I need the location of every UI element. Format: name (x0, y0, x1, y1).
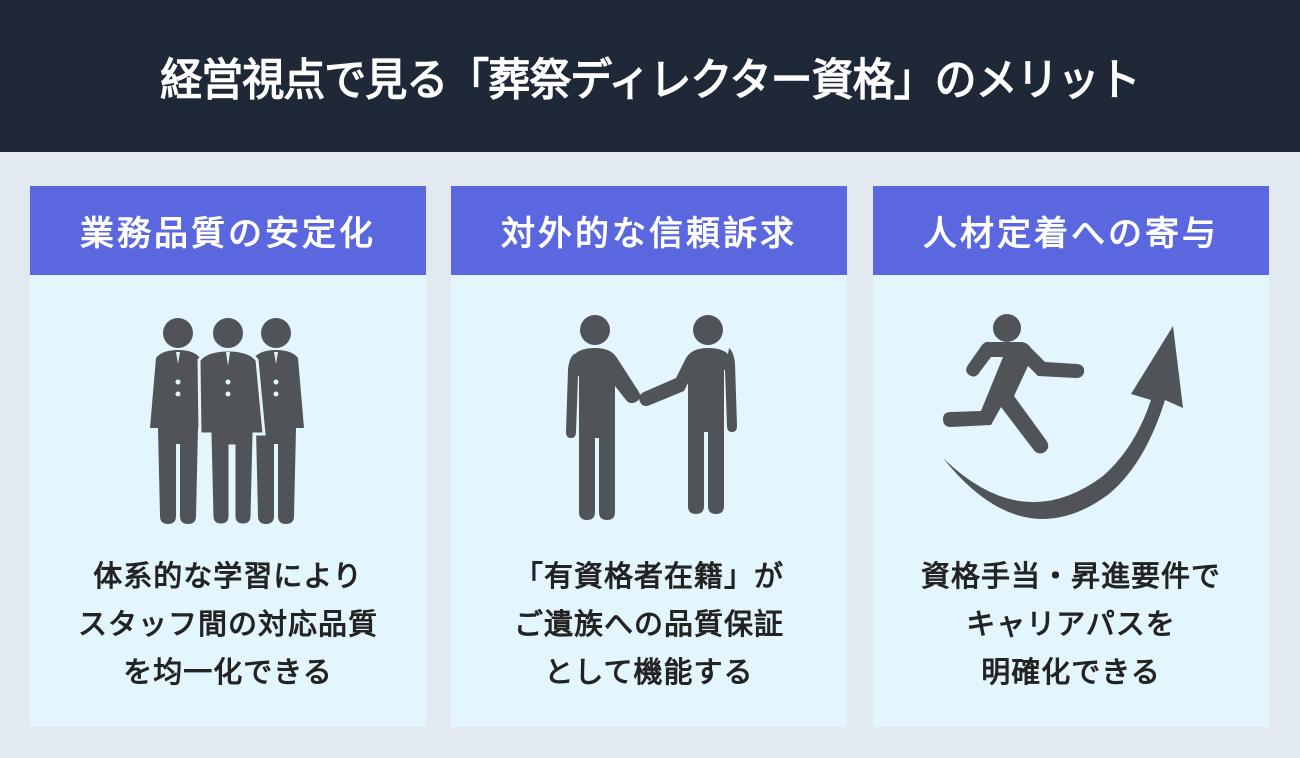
card-header: 対外的な信頼訴求 (451, 186, 847, 275)
card-description: 資格手当・昇進要件で キャリアパスを 明確化できる (873, 552, 1269, 696)
card-header: 業務品質の安定化 (30, 186, 426, 275)
description-line: 資格手当・昇進要件で (920, 559, 1221, 593)
title-banner: 経営視点で見る「葬祭ディレクター資格」のメリット (0, 0, 1300, 152)
description-line: ご遺族への品質保証 (513, 607, 784, 641)
handshake-icon (451, 296, 847, 526)
card-title: 人材定着への寄与 (923, 214, 1219, 254)
description-line: として機能する (544, 655, 754, 689)
description-line: 体系的な学習により (93, 559, 363, 593)
career-growth-icon (873, 296, 1269, 526)
description-line: を均一化できる (123, 655, 333, 689)
card-title: 対外的な信頼訴求 (501, 214, 797, 254)
page-title: 経営視点で見る「葬祭ディレクター資格」のメリット (160, 53, 1140, 105)
card-description: 体系的な学習により スタッフ間の対応品質 を均一化できる (30, 552, 426, 696)
description-line: スタッフ間の対応品質 (77, 607, 378, 641)
card-title: 業務品質の安定化 (80, 214, 376, 254)
merit-card-quality: 業務品質の安定化 (30, 186, 426, 727)
card-header: 人材定着への寄与 (873, 186, 1269, 275)
card-description: 「有資格者在籍」が ご遺族への品質保証 として機能する (451, 552, 847, 696)
description-line: キャリアパスを (966, 607, 1176, 641)
merit-card-retention: 人材定着への寄与 資格手当・昇進要件で キャリアパスを 明確化できる (873, 186, 1269, 727)
description-line: 「有資格者在籍」が (513, 559, 784, 593)
merit-card-trust: 対外的な信頼訴求 「有資格者在籍」が ご遺族への品質保証 として機能する (451, 186, 847, 727)
description-line: 明確化できる (981, 655, 1161, 689)
business-team-icon (30, 296, 426, 526)
